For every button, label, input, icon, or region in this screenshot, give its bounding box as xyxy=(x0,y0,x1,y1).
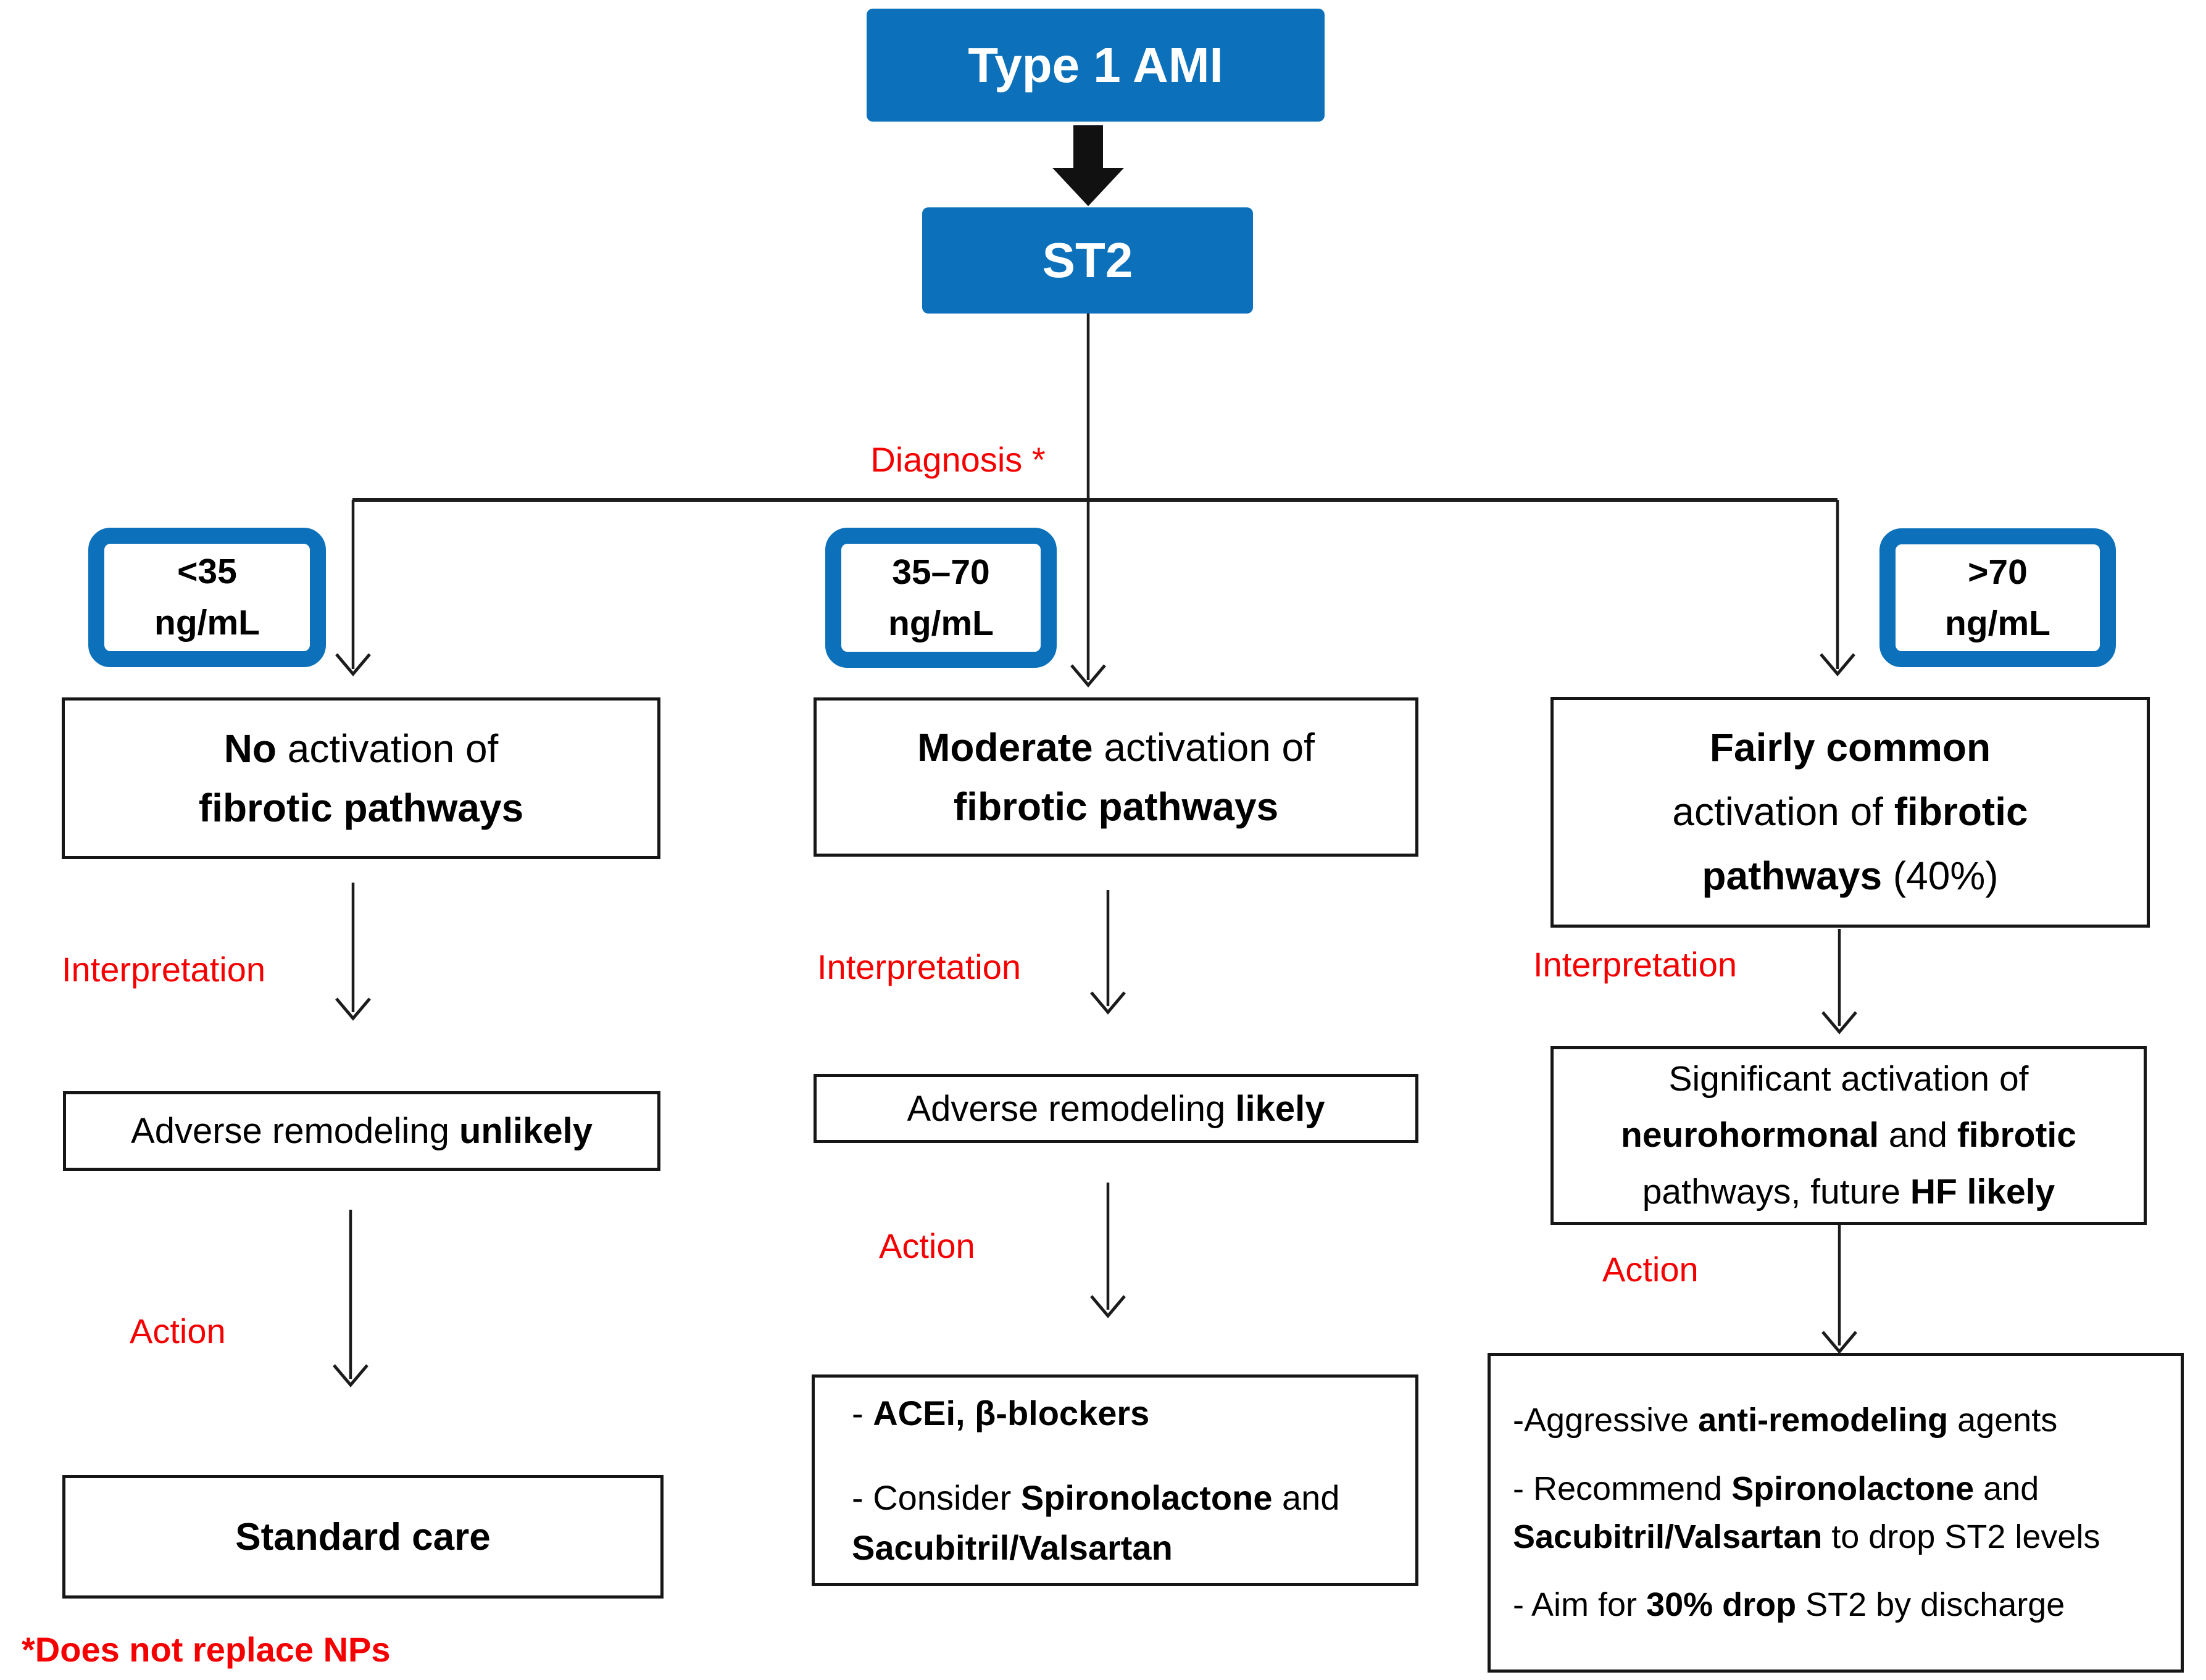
text-line: pathways, future HF likely xyxy=(1642,1171,2055,1212)
range-unit: ng/mL xyxy=(154,603,260,642)
right-branch-arrowhead xyxy=(1820,653,1855,676)
text-line: - Recommend Spironolactone and Sacubitri… xyxy=(1513,1470,2100,1555)
range-box-gt70: >70 ng/mL xyxy=(1879,528,2116,667)
left-branch-arrowhead xyxy=(335,653,371,676)
text-line: Adverse remodeling unlikely xyxy=(131,1111,593,1151)
action-label-col3: Action xyxy=(1602,1250,1699,1289)
node-st2: ST2 xyxy=(922,207,1253,314)
finding-box-lt35: No activation of fibrotic pathways xyxy=(62,697,660,859)
text-line: activation of fibrotic xyxy=(1672,789,2028,834)
range-value: 35–70 xyxy=(892,552,990,592)
block-arrow-down xyxy=(1052,125,1124,206)
range-unit: ng/mL xyxy=(1945,603,2050,643)
text-line: - Consider Spironolactone and Sacubitril… xyxy=(852,1478,1340,1568)
interpretation-box-35-70: Adverse remodeling likely xyxy=(814,1074,1418,1143)
text-line: Adverse remodeling likely xyxy=(907,1088,1325,1129)
text-line: - Aim for 30% drop ST2 by discharge xyxy=(1513,1586,2065,1624)
interpretation-label-col2: Interpretation xyxy=(817,947,1021,986)
action-box-35-70: - ACEi, β-blockers - Consider Spironolact… xyxy=(812,1374,1418,1586)
text-line: Standard care xyxy=(235,1515,491,1558)
finding-box-gt70: Fairly common activation of fibrotic pathw… xyxy=(1550,697,2150,928)
mid-branch-arrowhead xyxy=(1070,664,1106,688)
col3-action-arrowhead xyxy=(1821,1331,1857,1354)
text-line: No activation of xyxy=(223,726,499,771)
interpretation-label-col1: Interpretation xyxy=(62,950,265,989)
col2-interpretation-arrowhead xyxy=(1090,991,1126,1015)
col1-interpretation-arrowhead xyxy=(335,997,371,1021)
range-box-lt35: <35 ng/mL xyxy=(88,528,326,667)
range-value: >70 xyxy=(1968,552,2028,592)
finding-box-35-70: Moderate activation of fibrotic pathways xyxy=(814,697,1418,857)
action-box-gt70: -Aggressive anti-remodeling agents - Reco… xyxy=(1488,1353,2184,1673)
action-label-col1: Action xyxy=(130,1312,226,1350)
text-line: Moderate activation of xyxy=(917,725,1315,770)
range-box-35-70: 35–70 ng/mL xyxy=(825,528,1057,668)
footnote-text: *Does not replace NPs xyxy=(22,1630,391,1669)
col2-action-arrowhead xyxy=(1090,1295,1126,1318)
text-line: fibrotic pathways xyxy=(198,786,524,830)
col1-action-arrowhead xyxy=(333,1364,368,1387)
text-line: - ACEi, β-blockers xyxy=(852,1393,1150,1433)
text-line: Fairly common xyxy=(1709,725,1991,770)
node-type1-ami: Type 1 AMI xyxy=(867,9,1325,122)
text-line: neurohormonal and fibrotic xyxy=(1621,1115,2076,1155)
range-value: <35 xyxy=(177,552,237,592)
text-line: fibrotic pathways xyxy=(953,784,1279,829)
diagnosis-label: Diagnosis * xyxy=(870,440,1046,479)
interpretation-label-col3: Interpretation xyxy=(1533,945,1737,984)
interpretation-box-lt35: Adverse remodeling unlikely xyxy=(63,1091,660,1171)
text-line: Significant activation of xyxy=(1668,1059,2029,1099)
action-label-col2: Action xyxy=(879,1226,975,1265)
action-box-lt35: Standard care xyxy=(62,1475,664,1599)
col3-interpretation-arrowhead xyxy=(1821,1011,1857,1034)
text-line: pathways (40%) xyxy=(1702,853,1999,898)
range-unit: ng/mL xyxy=(888,603,994,643)
interpretation-box-gt70: Significant activation of neurohormonal a… xyxy=(1550,1046,2147,1225)
text-line: -Aggressive anti-remodeling agents xyxy=(1513,1402,2058,1439)
